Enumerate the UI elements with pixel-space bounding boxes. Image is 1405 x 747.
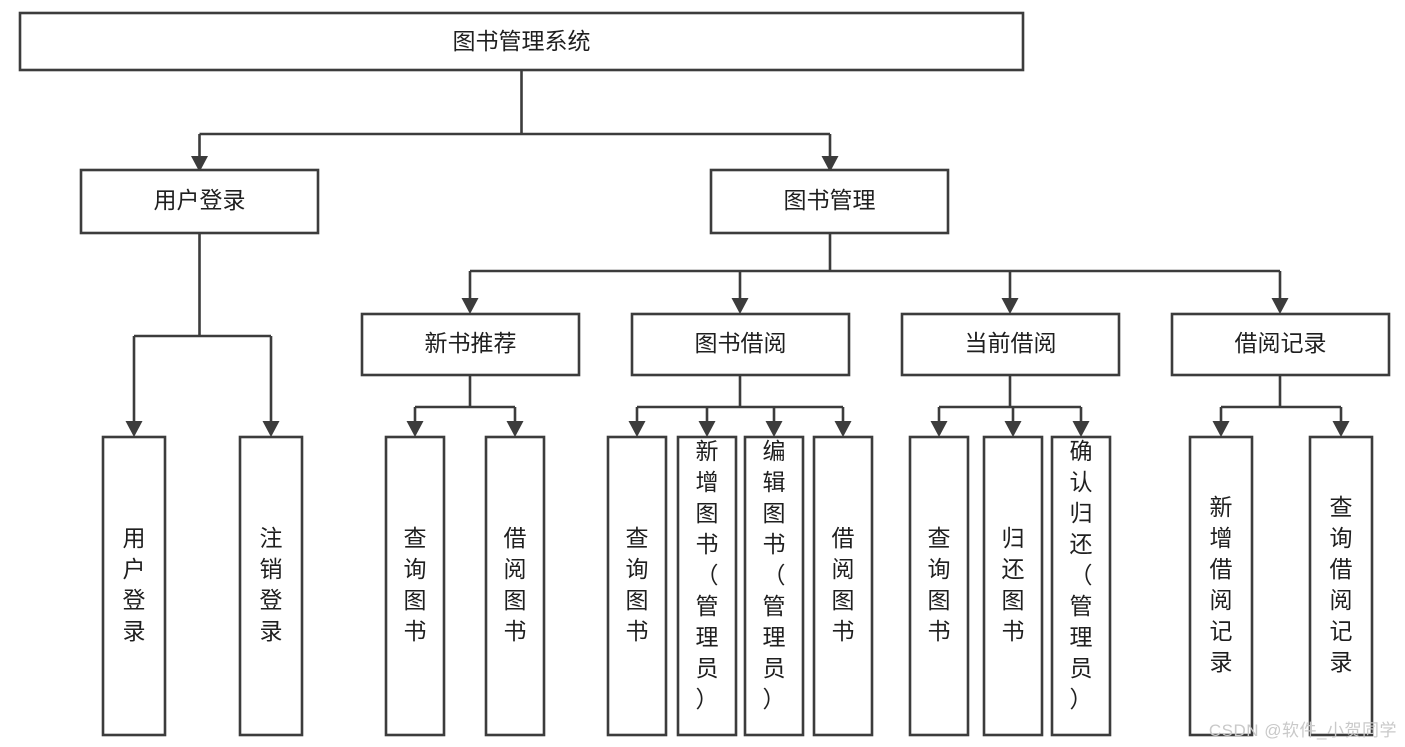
node-box xyxy=(812,435,874,737)
node-label: 新增借阅记录 xyxy=(1210,494,1233,675)
node-box xyxy=(238,435,304,737)
arrow-icon-to-leaf-logout xyxy=(262,421,280,437)
arrow-icon-to-leaf-newbook-borrow xyxy=(506,421,524,437)
node-box xyxy=(18,11,1025,72)
node-box xyxy=(1170,312,1391,377)
connectors-layer xyxy=(132,70,1343,423)
arrow-icon-to-leaf-record-add xyxy=(1212,421,1230,437)
node-label: 查询图书 xyxy=(404,525,427,644)
node-box xyxy=(1308,435,1374,737)
node-box xyxy=(484,435,546,737)
arrow-icon-to-leaf-current-confirm xyxy=(1072,421,1090,437)
node-box xyxy=(101,435,167,737)
node-label: 图书管理系统 xyxy=(453,28,591,54)
node-box xyxy=(1050,435,1112,737)
arrow-icon-to-leaf-current-return xyxy=(1004,421,1022,437)
node-label: 查询图书 xyxy=(928,525,951,644)
arrow-icon-to-user-login xyxy=(191,156,208,172)
node-box xyxy=(79,168,320,235)
node-label: 图书借阅 xyxy=(695,330,787,356)
arrow-icon-to-current xyxy=(1001,298,1019,314)
node-leaf-user-login[interactable]: 用户登录 xyxy=(101,435,167,737)
node-label: 新书推荐 xyxy=(425,330,517,356)
node-label: 当前借阅 xyxy=(965,330,1057,356)
node-box xyxy=(982,435,1044,737)
node-label: 确认归还（管理员） xyxy=(1070,438,1093,712)
node-box xyxy=(360,312,581,377)
node-box xyxy=(676,435,738,737)
node-label: 借阅图书 xyxy=(504,525,527,644)
arrow-icon-to-leaf-borrow-query xyxy=(628,421,646,437)
node-root-system[interactable]: 图书管理系统 xyxy=(18,11,1025,72)
arrow-icon-to-leaf-borrow-lend xyxy=(834,421,852,437)
arrow-icon-to-newbook xyxy=(461,298,479,314)
node-leaf-add-book-admin[interactable]: 新增图书（管理员） xyxy=(676,435,738,737)
node-current-borrow[interactable]: 当前借阅 xyxy=(900,312,1121,377)
node-book-borrow[interactable]: 图书借阅 xyxy=(630,312,851,377)
arrow-icon-to-leaf-user-login xyxy=(125,421,143,437)
node-label: 图书管理 xyxy=(784,187,876,213)
arrow-icon-to-record xyxy=(1271,298,1289,314)
node-leaf-newbook-borrow-book[interactable]: 借阅图书 xyxy=(484,435,546,737)
node-leaf-borrow-lend-book[interactable]: 借阅图书 xyxy=(812,435,874,737)
node-box xyxy=(743,435,805,737)
node-user-login[interactable]: 用户登录 xyxy=(79,168,320,235)
node-leaf-confirm-return-admin[interactable]: 确认归还（管理员） xyxy=(1050,435,1112,737)
node-borrow-record[interactable]: 借阅记录 xyxy=(1170,312,1391,377)
node-leaf-current-query-book[interactable]: 查询图书 xyxy=(908,435,970,737)
arrow-icon-to-leaf-borrow-add xyxy=(698,421,716,437)
node-leaf-query-borrow-record[interactable]: 查询借阅记录 xyxy=(1308,435,1374,737)
node-label: 查询借阅记录 xyxy=(1330,494,1353,675)
node-leaf-newbook-query-book[interactable]: 查询图书 xyxy=(384,435,446,737)
arrow-icon-to-leaf-borrow-edit xyxy=(765,421,783,437)
node-box xyxy=(900,312,1121,377)
node-label: 借阅图书 xyxy=(832,525,855,644)
node-box xyxy=(384,435,446,737)
node-leaf-borrow-query-book[interactable]: 查询图书 xyxy=(606,435,668,737)
node-label: 编辑图书（管理员） xyxy=(763,438,786,712)
nodes-layer: 图书管理系统 用户登录 图书管理 新书推荐 图书借阅 当前 xyxy=(18,11,1391,737)
node-label: 新增图书（管理员） xyxy=(696,438,719,712)
node-label: 查询图书 xyxy=(626,525,649,644)
node-box xyxy=(908,435,970,737)
node-book-management[interactable]: 图书管理 xyxy=(709,168,950,235)
node-label: 借阅记录 xyxy=(1235,330,1327,356)
node-label: 用户登录 xyxy=(154,187,246,213)
node-box xyxy=(1188,435,1254,737)
node-leaf-return-book[interactable]: 归还图书 xyxy=(982,435,1044,737)
node-leaf-logout[interactable]: 注销登录 xyxy=(238,435,304,737)
node-label: 归还图书 xyxy=(1002,525,1025,644)
node-box xyxy=(709,168,950,235)
node-box xyxy=(630,312,851,377)
arrow-icon-to-leaf-current-query xyxy=(930,421,948,437)
node-label: 注销登录 xyxy=(260,525,283,644)
node-leaf-edit-book-admin[interactable]: 编辑图书（管理员） xyxy=(743,435,805,737)
node-box xyxy=(606,435,668,737)
arrow-icon-to-borrow xyxy=(731,298,749,314)
node-label: 用户登录 xyxy=(123,525,146,644)
node-new-book-recommend[interactable]: 新书推荐 xyxy=(360,312,581,377)
arrow-icon-to-book-mgmt xyxy=(821,156,839,172)
arrow-icon-to-leaf-newbook-query xyxy=(406,421,424,437)
node-leaf-add-borrow-record[interactable]: 新增借阅记录 xyxy=(1188,435,1254,737)
arrow-icon-to-leaf-record-query xyxy=(1332,421,1350,437)
arrowheads-layer xyxy=(125,156,1350,437)
